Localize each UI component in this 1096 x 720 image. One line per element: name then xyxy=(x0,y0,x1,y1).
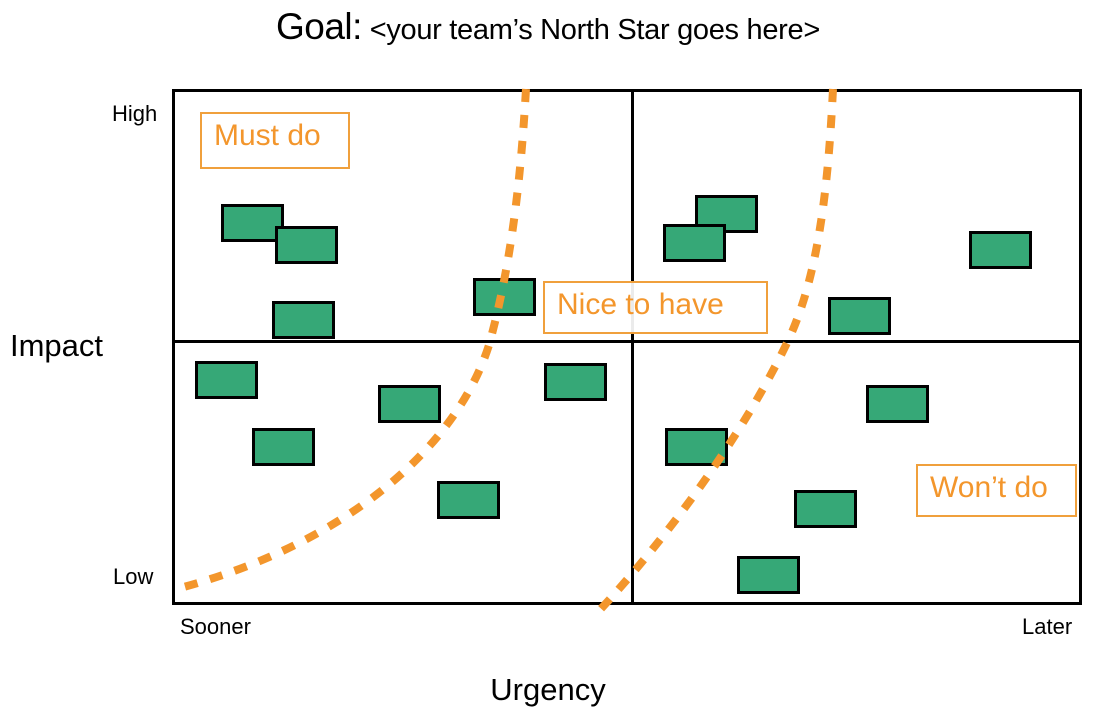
work-item-card[interactable] xyxy=(737,556,800,594)
x-axis-title: Urgency xyxy=(490,672,606,707)
y-tick-high: High xyxy=(112,101,158,126)
title-lead: Goal: xyxy=(276,6,362,47)
quadrant-label-nice-to-have: Nice to have xyxy=(543,281,768,334)
work-item-card[interactable] xyxy=(275,226,338,264)
quadrant-label-wont-do: Won’t do xyxy=(916,464,1077,517)
y-axis-title: Impact xyxy=(10,328,104,363)
quadrant-divider-vertical xyxy=(631,92,634,602)
quadrant-label-must-do: Must do xyxy=(200,112,350,169)
work-item-card[interactable] xyxy=(437,481,500,519)
work-item-card[interactable] xyxy=(195,361,258,399)
work-item-card[interactable] xyxy=(794,490,857,528)
work-item-card[interactable] xyxy=(544,363,607,401)
title-rest: <your team’s North Star goes here> xyxy=(361,14,821,46)
work-item-card[interactable] xyxy=(272,301,335,339)
work-item-card[interactable] xyxy=(969,231,1032,269)
work-item-card[interactable] xyxy=(473,278,536,316)
work-item-card[interactable] xyxy=(828,297,891,335)
work-item-card[interactable] xyxy=(663,224,726,262)
work-item-card[interactable] xyxy=(665,428,728,466)
work-item-card[interactable] xyxy=(378,385,441,423)
work-item-card[interactable] xyxy=(252,428,315,466)
x-tick-later: Later xyxy=(1022,614,1073,639)
y-tick-low: Low xyxy=(113,564,154,589)
quadrant-divider-horizontal xyxy=(175,340,1079,343)
page-title: Goal: <your team’s North Star goes here> xyxy=(0,6,1096,48)
x-tick-sooner: Sooner xyxy=(180,614,251,639)
work-item-card[interactable] xyxy=(866,385,929,423)
